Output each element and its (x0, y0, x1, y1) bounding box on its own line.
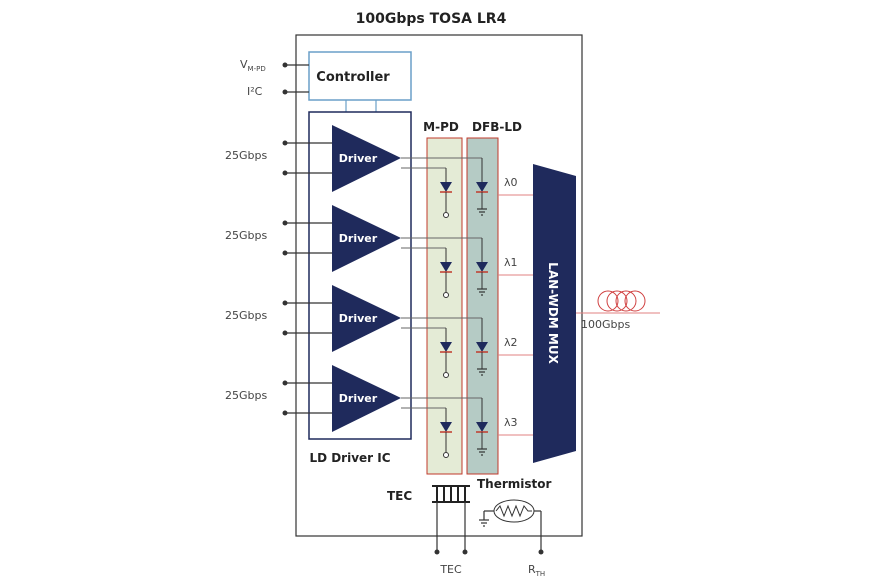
diagram-title: 100Gbps TOSA LR4 (356, 11, 507, 27)
driver-amplifier-icon (332, 205, 401, 272)
thermistor-label: Thermistor (477, 477, 552, 491)
photodiode-icon (440, 342, 452, 352)
mpd-terminal (443, 292, 449, 298)
input-rate-label: 25Gbps (225, 229, 267, 242)
laser-diode-icon (476, 262, 488, 272)
input-pin (282, 140, 288, 146)
driver-label: Driver (339, 312, 378, 325)
driver-amplifier-icon (332, 125, 401, 192)
photodiode-icon (440, 422, 452, 432)
tec-label: TEC (387, 489, 412, 503)
input-pin (282, 220, 288, 226)
mpd-terminal (443, 452, 449, 458)
i2c-label: I²C (247, 85, 263, 98)
wavelength-label: λ0 (504, 176, 518, 189)
channel-2: Driver 25Gbps λ2 (225, 285, 533, 378)
driver-label: Driver (339, 392, 378, 405)
input-pin (282, 170, 288, 176)
lan-wdm-mux (533, 164, 576, 463)
input-rate-label: 25Gbps (225, 149, 267, 162)
input-pin (282, 330, 288, 336)
mpd-label: M-PD (423, 120, 459, 134)
vmpd-pin (282, 62, 288, 68)
driver-label: Driver (339, 152, 378, 165)
channel-3: Driver 25Gbps λ3 (225, 365, 533, 458)
laser-diode-icon (476, 182, 488, 192)
tosa-package (295, 34, 583, 537)
fiber-coil-icon (597, 290, 646, 312)
driver-amplifier-icon (332, 365, 401, 432)
tec-icon (432, 485, 470, 555)
fiber-label: 100Gbps (581, 318, 630, 331)
i2c-pin (282, 89, 288, 95)
channels: Driver25Gbpsλ0Driver25Gbpsλ1Driver25Gbps… (225, 125, 533, 458)
dfbld-label: DFB-LD (472, 120, 522, 134)
input-rate-label: 25Gbps (225, 309, 267, 322)
channel-0: Driver 25Gbps λ0 (225, 125, 533, 218)
wavelength-label: λ3 (504, 416, 518, 429)
controller-label: Controller (316, 70, 390, 85)
input-rate-label: 25Gbps (225, 389, 267, 402)
wavelength-label: λ1 (504, 256, 518, 269)
photodiode-icon (440, 182, 452, 192)
mpd-column (426, 137, 463, 475)
laser-diode-icon (476, 422, 488, 432)
laser-diode-icon (476, 342, 488, 352)
controller-box (308, 51, 412, 101)
thermistor-icon (479, 499, 544, 555)
mpd-terminal (443, 212, 449, 218)
input-pin (282, 300, 288, 306)
driver-amplifier-icon (332, 285, 401, 352)
mux-label: LAN-WDM MUX (546, 262, 560, 364)
channel-1: Driver 25Gbps λ1 (225, 205, 533, 298)
photodiode-icon (440, 262, 452, 272)
vmpd-label: VM-PD (240, 58, 266, 73)
mpd-terminal (443, 372, 449, 378)
driver-label: Driver (339, 232, 378, 245)
wavelength-label: λ2 (504, 336, 518, 349)
tec-pin-label: TEC (439, 563, 462, 576)
rth-pin-label: RTH (528, 563, 545, 578)
input-pin (282, 380, 288, 386)
ld-driver-ic-label: LD Driver IC (309, 451, 390, 465)
input-pin (282, 250, 288, 256)
input-pin (282, 410, 288, 416)
